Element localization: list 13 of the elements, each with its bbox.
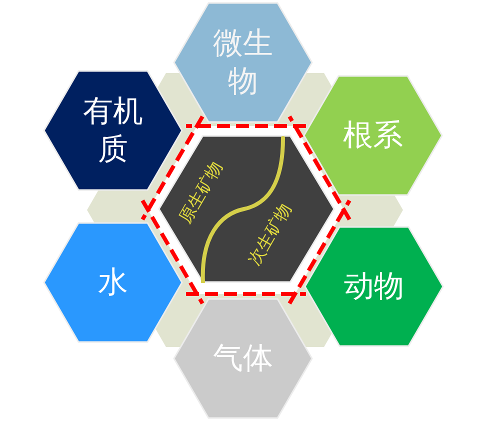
node-label: 水 [98, 264, 128, 302]
hexagon-node [173, 2, 313, 123]
node-label: 次生矿物 [246, 200, 296, 270]
node-label: 动物 [344, 268, 404, 306]
hexagon-node [173, 298, 313, 419]
node-label: 微生物 [212, 25, 274, 100]
node-label: 原生矿物 [176, 158, 228, 228]
hexagon-node [303, 75, 443, 196]
node-label: 有机质 [82, 93, 144, 168]
hexagon-node [304, 226, 444, 347]
hexagon-node [43, 70, 183, 191]
hexagon-node [158, 135, 335, 283]
node-label: 根系 [343, 116, 403, 154]
